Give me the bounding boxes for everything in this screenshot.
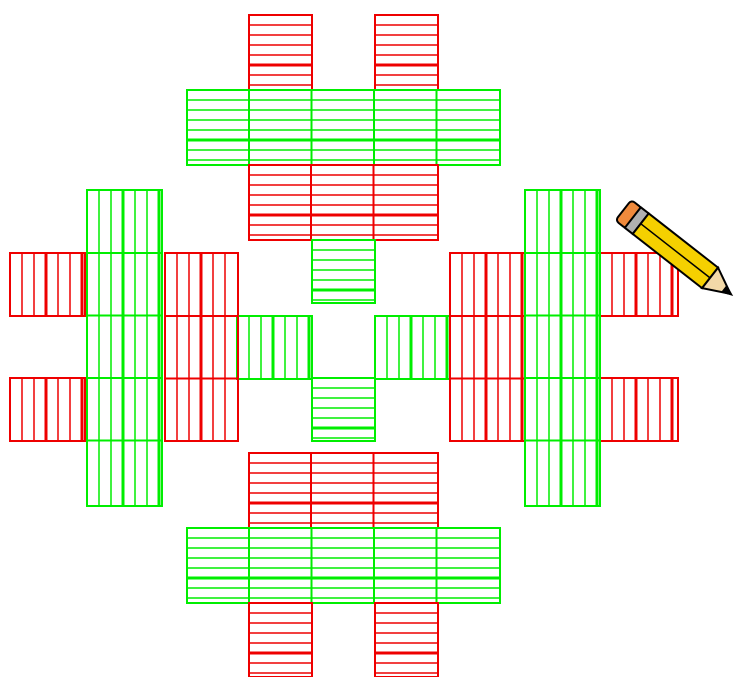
red-block-outline	[375, 603, 438, 677]
red-block-outline	[249, 453, 438, 528]
red-stripe-block	[165, 253, 238, 441]
red-stripe-block	[10, 253, 85, 316]
red-stripe-block	[249, 453, 438, 528]
pencil-body-line	[641, 224, 710, 278]
pencil-icon[interactable]	[600, 180, 753, 320]
green-block-outline	[187, 528, 500, 603]
red-stripe-block	[375, 15, 438, 90]
green-stripe-block	[312, 378, 375, 441]
red-stripe-block	[249, 15, 312, 90]
green-stripe-block	[312, 240, 375, 303]
red-block-outline	[375, 15, 438, 90]
red-stripe-block	[249, 603, 312, 677]
green-stripe-block	[525, 190, 600, 506]
green-stripe-block	[375, 316, 450, 379]
green-block-outline	[187, 90, 500, 165]
green-stripe-block	[87, 190, 162, 506]
green-stripe-block	[187, 528, 500, 603]
red-block-outline	[249, 15, 312, 90]
red-stripe-block	[375, 603, 438, 677]
green-stripe-block	[187, 90, 500, 165]
green-stripe-block	[237, 316, 312, 379]
red-stripe-block	[450, 253, 525, 441]
red-stripe-block	[600, 378, 678, 441]
red-stripe-block	[10, 378, 85, 441]
red-block-outline	[249, 165, 438, 240]
red-block-outline	[249, 603, 312, 677]
red-stripe-block	[249, 165, 438, 240]
